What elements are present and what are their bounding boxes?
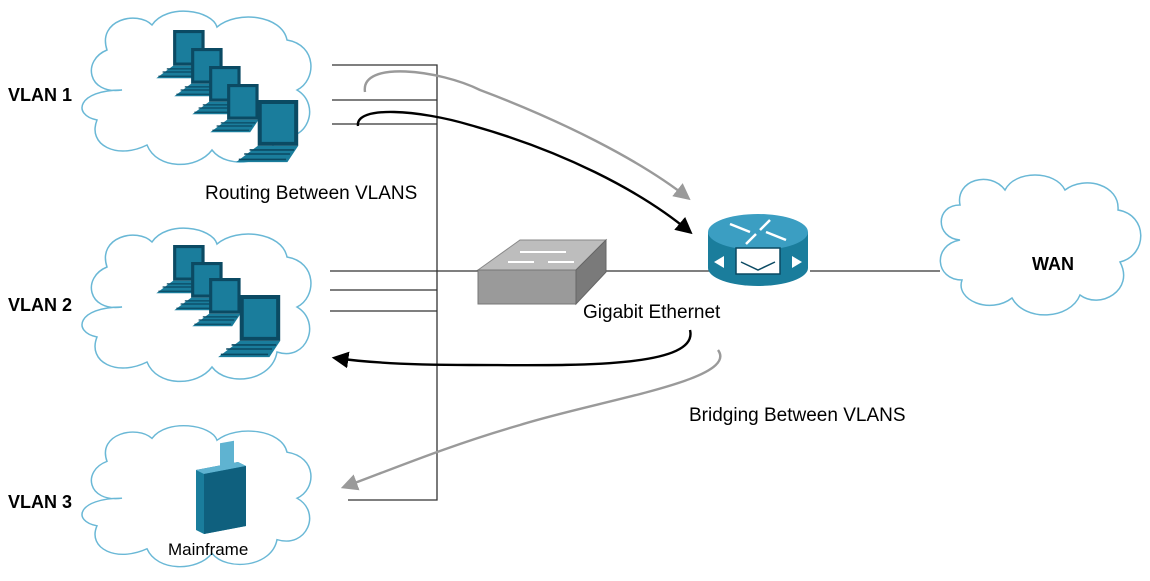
wan-label: WAN bbox=[1032, 254, 1074, 274]
router-icon bbox=[708, 214, 808, 286]
bridging-arrow-black bbox=[331, 329, 692, 369]
bridging-label: Bridging Between VLANS bbox=[689, 405, 906, 426]
switch-icon bbox=[476, 238, 608, 306]
vlan-label: VLAN 3 bbox=[8, 492, 73, 512]
routing-arrow-gray bbox=[363, 70, 691, 201]
gigabit-label: Gigabit Ethernet bbox=[583, 302, 721, 323]
mainframe-icon bbox=[196, 440, 246, 534]
cloud-icon bbox=[939, 174, 1142, 316]
bridging-arrow-gray bbox=[340, 349, 722, 491]
vlan-label: VLAN 2 bbox=[8, 295, 73, 315]
connection-lines bbox=[330, 64, 940, 501]
routing-label: Routing Between VLANS bbox=[205, 183, 418, 204]
routing-arrow-black bbox=[356, 110, 693, 235]
vlan-label: VLAN 1 bbox=[8, 85, 73, 105]
mainframe-label: Mainframe bbox=[168, 540, 249, 559]
